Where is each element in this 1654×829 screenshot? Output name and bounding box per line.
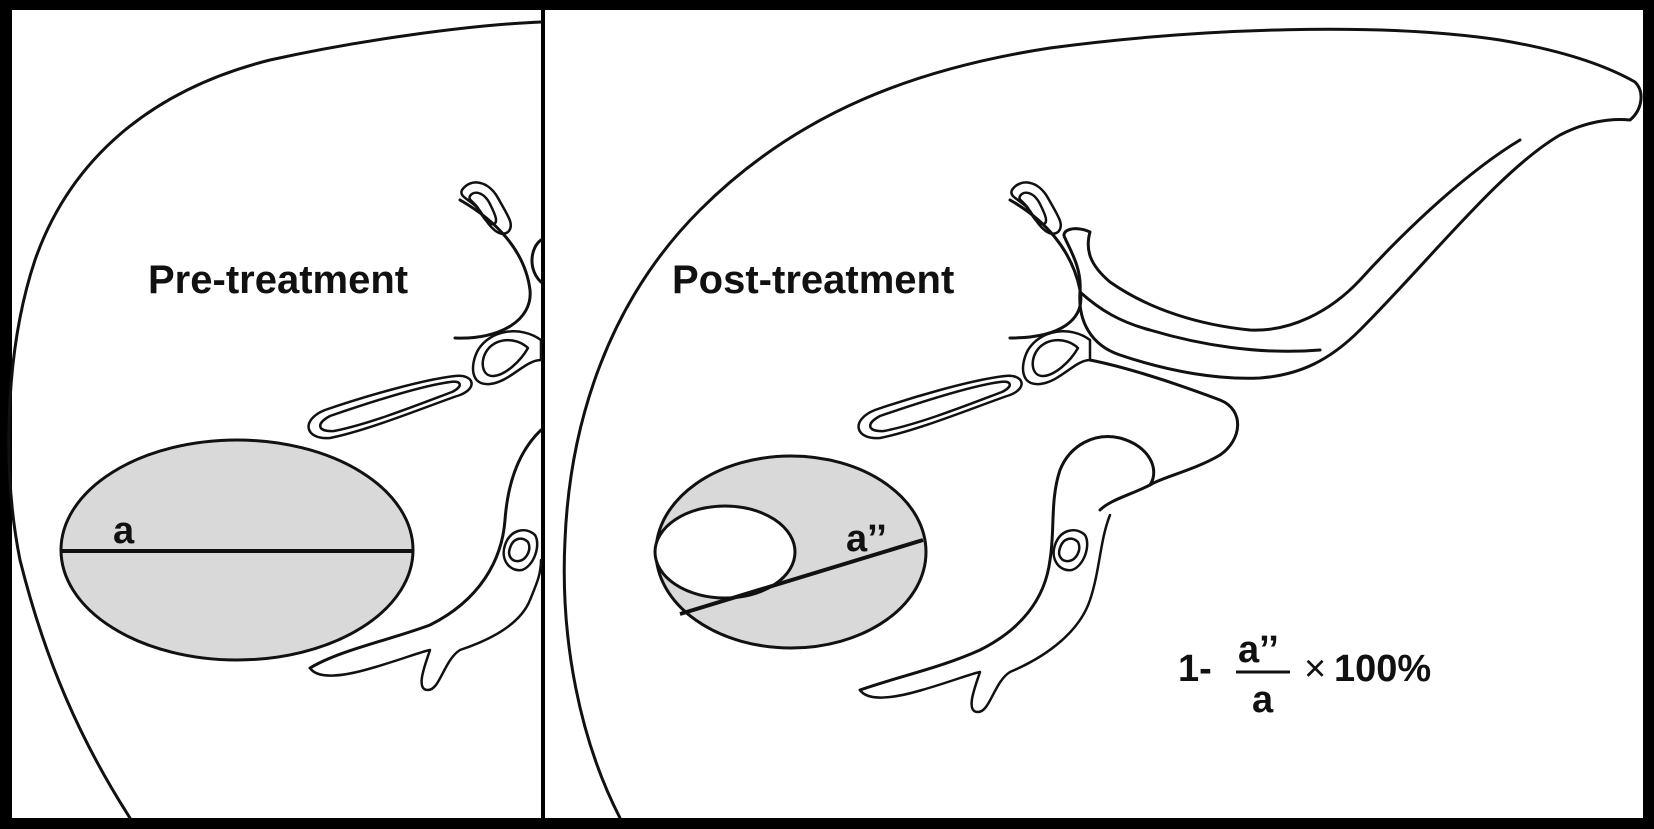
shrinkage-formula: 1- a’’ a × 100% bbox=[1178, 629, 1431, 721]
post-brain-outline bbox=[562, 27, 1643, 820]
post-diameter-label: a’’ bbox=[846, 518, 887, 560]
formula-times: × bbox=[1304, 648, 1326, 690]
pre-treatment-panel: Pre-treatment a bbox=[7, 10, 543, 820]
formula-denominator: a bbox=[1252, 679, 1274, 721]
formula-numerator: a’’ bbox=[1238, 629, 1279, 671]
post-panel-background bbox=[545, 10, 1643, 818]
post-treatment-panel: Post-treatment a’’ 1- a’’ a × 100% bbox=[545, 10, 1643, 820]
post-diameter-line bbox=[679, 538, 924, 616]
pre-diameter-label: a bbox=[113, 510, 135, 552]
post-treatment-title: Post-treatment bbox=[672, 258, 954, 302]
pre-brain-structures bbox=[307, 181, 543, 692]
post-cleared-area bbox=[653, 504, 797, 600]
pre-brain-outline bbox=[7, 20, 543, 820]
formula-prefix: 1- bbox=[1178, 648, 1212, 690]
post-brain-structures bbox=[857, 181, 1322, 714]
pre-treatment-title: Pre-treatment bbox=[148, 258, 408, 302]
formula-suffix: 100% bbox=[1334, 648, 1431, 690]
pre-panel-background bbox=[12, 10, 541, 818]
